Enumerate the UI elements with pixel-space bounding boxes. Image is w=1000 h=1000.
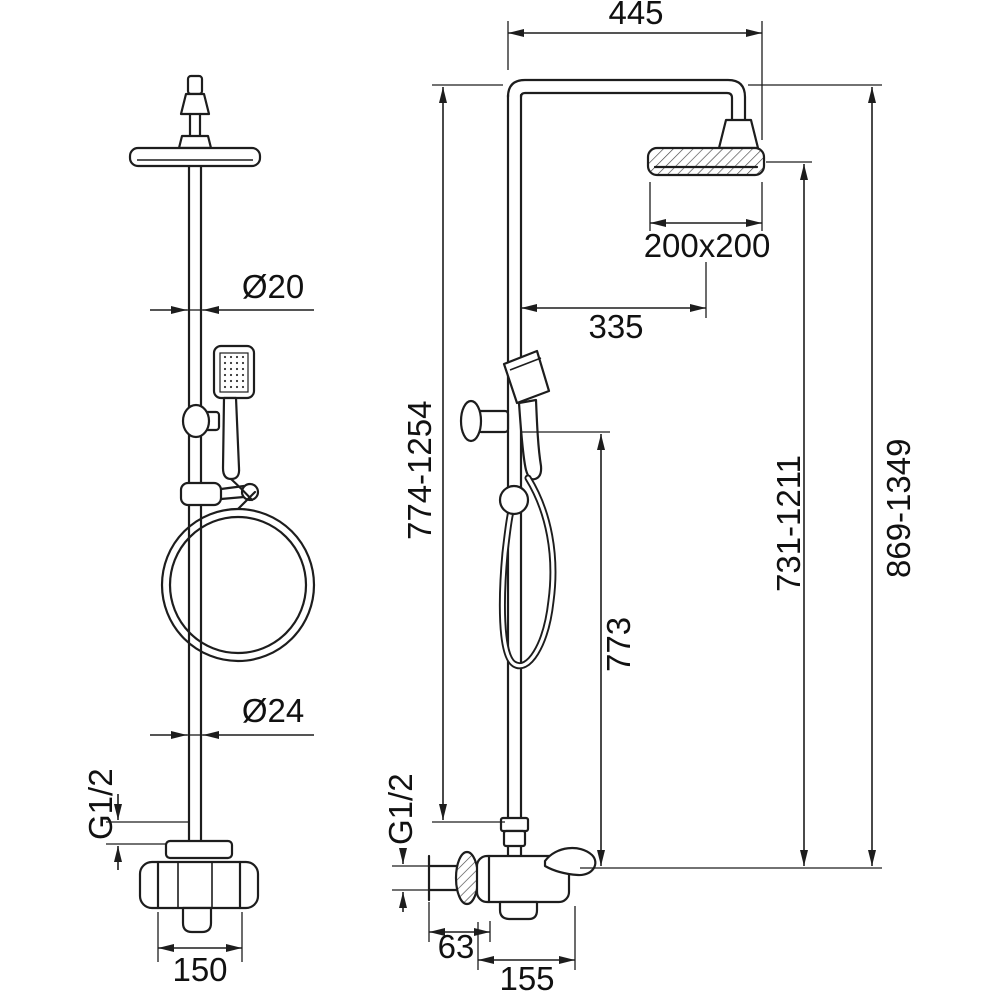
dim-side-head-height: 731-1211 xyxy=(766,161,812,866)
dim-upper-diameter-label: Ø20 xyxy=(242,268,304,305)
dim-head-height-label: 731-1211 xyxy=(770,455,807,592)
dim-side-wall-to-spout: 63 xyxy=(428,902,491,965)
front-mixer-valve xyxy=(138,860,260,934)
dim-side-holder-height: 773 xyxy=(521,431,637,866)
dim-side-total-height: 869-1349 xyxy=(580,84,917,869)
dim-holder-height-label: 773 xyxy=(600,617,637,672)
dim-side-head-size: 200x200 xyxy=(644,182,771,264)
dim-total-height-label: 869-1349 xyxy=(880,439,917,578)
front-view: Ø20 Ø24 G1 xyxy=(82,74,316,988)
side-shower-holder xyxy=(459,399,510,443)
front-hose-hook xyxy=(179,481,260,507)
side-hose xyxy=(498,474,557,670)
side-lower-thread-fitting xyxy=(499,816,530,848)
dim-front-thread-label: G1/2 xyxy=(82,768,119,840)
dim-side-inlet-thread: G1/2 xyxy=(382,773,428,912)
front-shower-holder xyxy=(181,403,221,439)
dim-side-mixer-width: 155 xyxy=(477,906,576,997)
dim-arm-reach-label: 445 xyxy=(608,0,663,31)
dim-front-mixer-width: 150 xyxy=(157,912,243,988)
front-hand-shower xyxy=(212,344,256,481)
dim-front-inlet-thread: G1/2 xyxy=(82,768,188,870)
dim-side-mixer-width-label: 155 xyxy=(499,960,554,997)
side-overhead-shower xyxy=(646,118,766,177)
side-hand-shower xyxy=(502,349,551,481)
dim-side-head-offset: 335 xyxy=(521,262,707,345)
dim-side-thread-label: G1/2 xyxy=(382,773,419,845)
dim-side-riser-height: 774-1254 xyxy=(401,84,505,823)
dim-side-arm-reach: 445 xyxy=(507,0,763,140)
side-mixer-valve xyxy=(427,847,597,921)
dim-head-size-label: 200x200 xyxy=(644,227,771,264)
dim-wall-to-spout-label: 63 xyxy=(438,928,475,965)
front-check-valve-tee xyxy=(164,839,234,860)
front-overhead-shower xyxy=(128,74,262,168)
front-hose-coil xyxy=(160,477,316,663)
dim-lower-diameter-label: Ø24 xyxy=(242,692,304,729)
dim-head-offset-label: 335 xyxy=(588,308,643,345)
dim-front-lower-diameter: Ø24 xyxy=(150,692,314,739)
side-riser-pipe xyxy=(506,78,747,860)
dim-front-mixer-width-label: 150 xyxy=(172,951,227,988)
dim-riser-height-label: 774-1254 xyxy=(401,401,438,540)
side-view: 445 200x200 335 xyxy=(382,0,917,997)
dim-front-upper-diameter: Ø20 xyxy=(150,268,314,314)
